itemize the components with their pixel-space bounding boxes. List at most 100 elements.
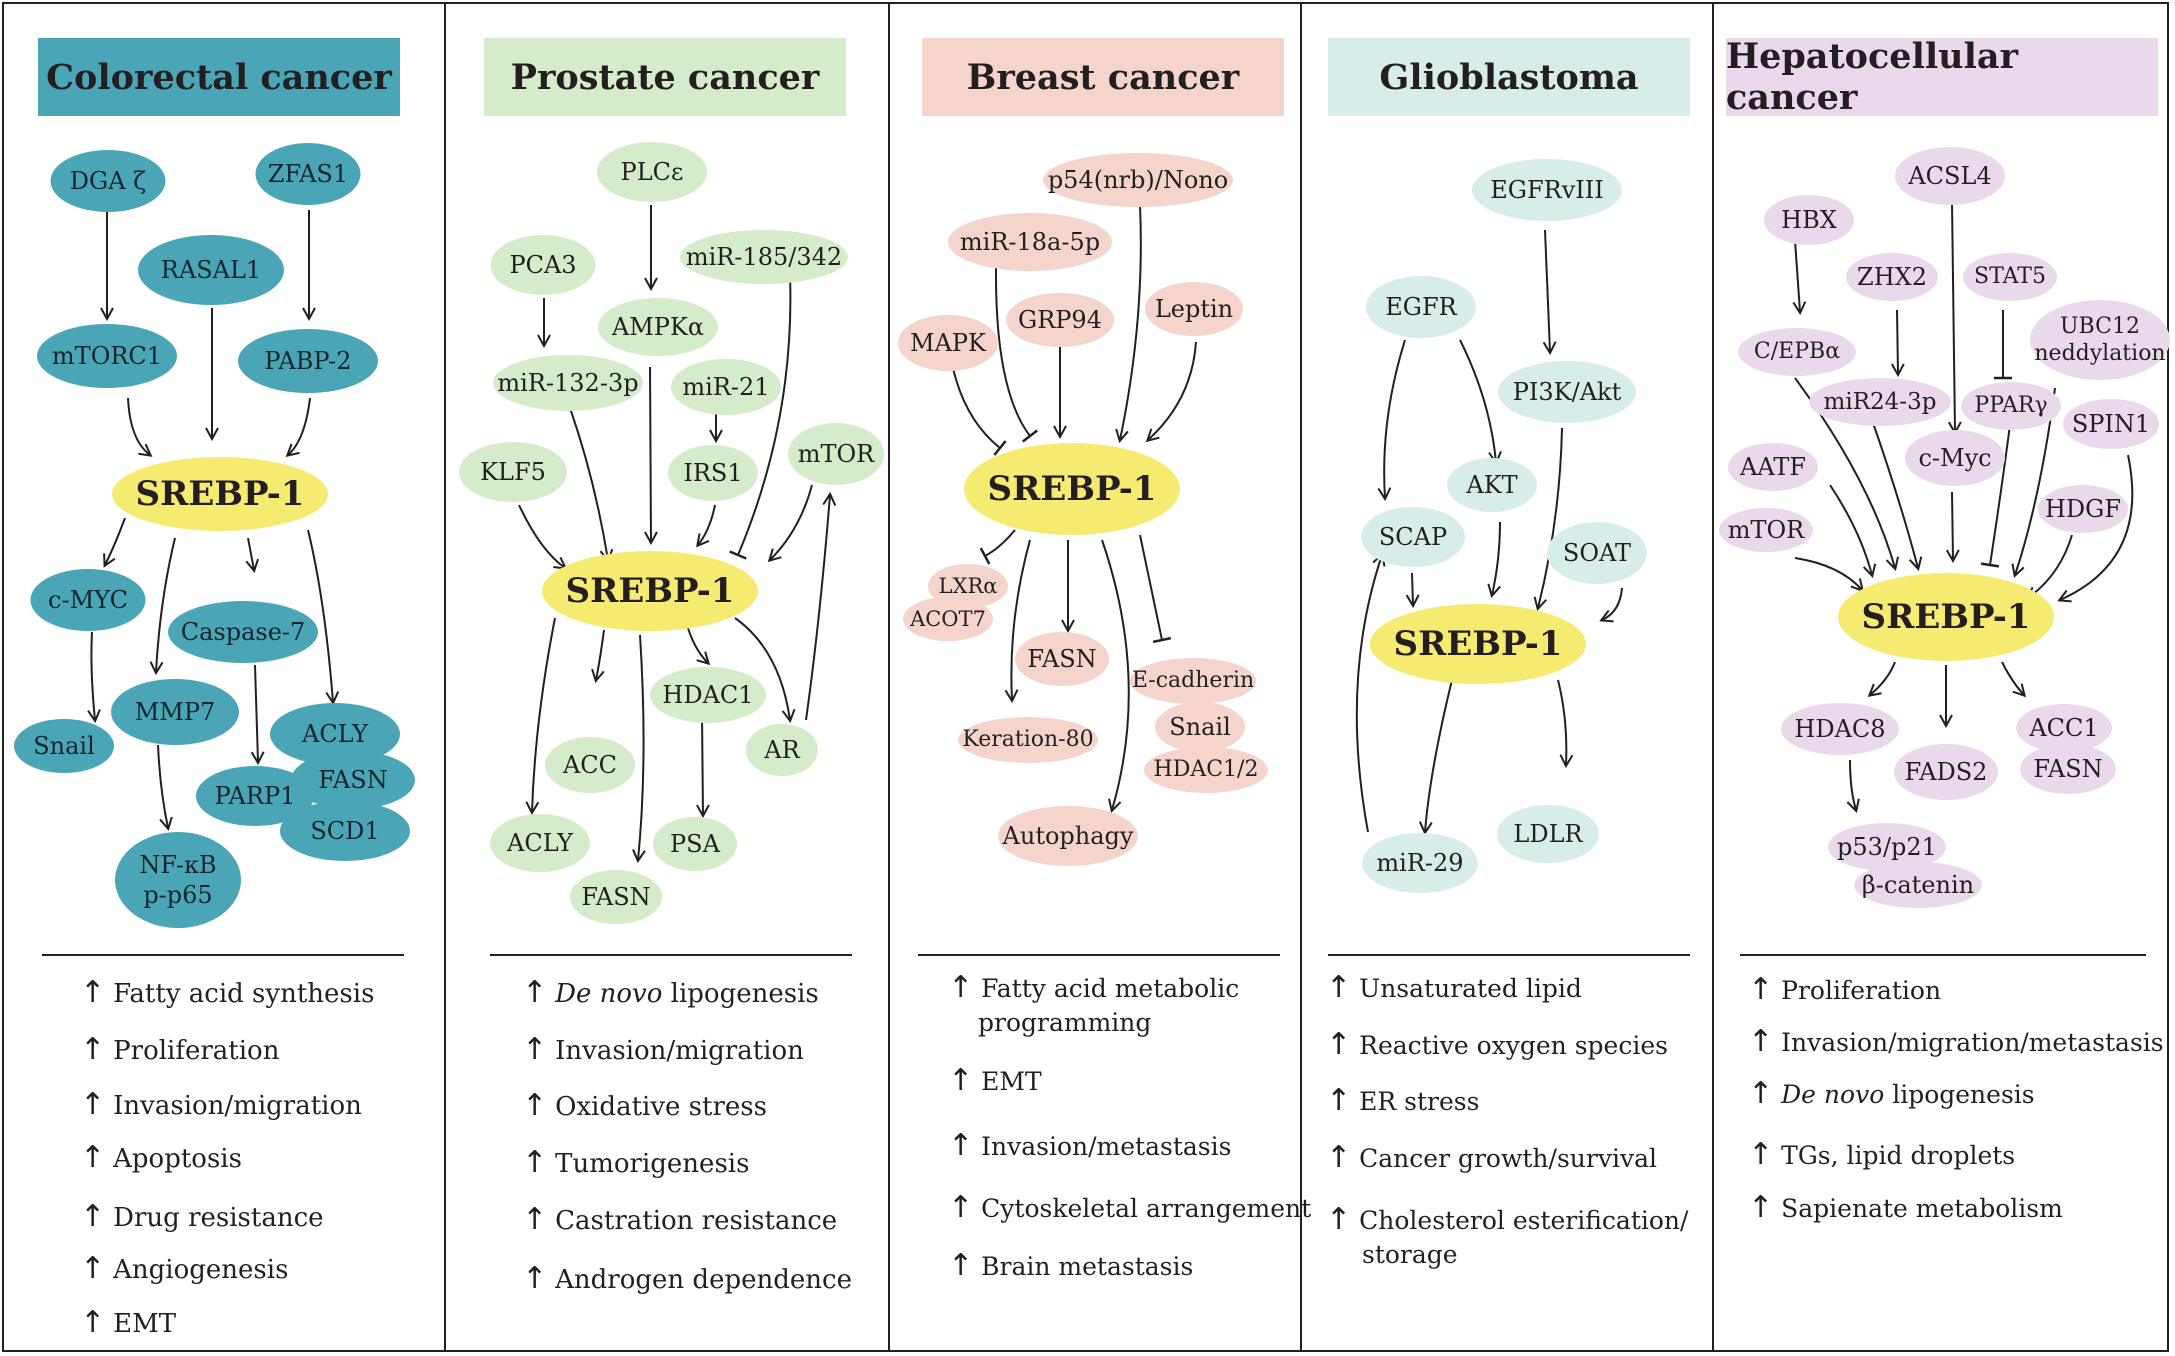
node-pi3k-akt: PI3K/Akt: [1498, 361, 1636, 423]
node-mtorc1: mTORC1: [37, 324, 177, 388]
separator-glioblastoma: [1328, 954, 1690, 956]
outcome-item: ↑Invasion/migration: [80, 1087, 362, 1122]
srebp-1-hepatocellular: SREBP-1: [1838, 573, 2054, 661]
outcome-item: ↑Fatty acid synthesis: [80, 975, 375, 1010]
outcome-item: ↑Tumorigenesis: [522, 1145, 750, 1180]
node-c-epb-alpha: C/EPBα: [1738, 328, 1856, 376]
up-arrow-icon: ↑: [1748, 1024, 1774, 1059]
up-arrow-icon: ↑: [80, 1305, 106, 1340]
node-zfas1: ZFAS1: [255, 143, 361, 205]
outcome-item: ↑Invasion/migration/metastasis: [1748, 1024, 2164, 1059]
outcome-item: ↑Cancer growth/survival: [1326, 1140, 1657, 1175]
node-ubc12-label: UBC12: [2060, 313, 2140, 339]
outcome-item: ↑De novo lipogenesis: [522, 975, 819, 1010]
panel-title-colorectal: Colorectal cancer: [38, 38, 400, 116]
panel-title-glioblastoma: Glioblastoma: [1328, 38, 1690, 116]
node-zhx2: ZHX2: [1846, 253, 1938, 301]
separator-breast: [918, 954, 1280, 956]
up-arrow-icon: ↑: [1748, 1137, 1774, 1172]
node-mir-29: miR-29: [1362, 833, 1478, 893]
outcome-item: ↑Invasion/migration: [522, 1032, 804, 1067]
outcome-item: ↑Apoptosis: [80, 1140, 242, 1175]
node-mapk: MAPK: [898, 315, 998, 371]
outcome-item: ↑EMT: [948, 1063, 1042, 1098]
separator-prostate: [490, 954, 852, 956]
node-spin1: SPIN1: [2063, 399, 2159, 449]
outcome-item: ↑Reactive oxygen species: [1326, 1027, 1668, 1062]
node-p54nrb-nono: p54(nrb)/Nono: [1043, 153, 1233, 207]
node-pabp-2: PABP-2: [238, 329, 378, 393]
outcome-item: ↑Oxidative stress: [522, 1088, 767, 1123]
node-p53-p21: p53/p21: [1828, 823, 1946, 871]
up-arrow-icon: ↑: [522, 1032, 548, 1067]
node-acly-prostate: ACLY: [490, 814, 590, 872]
node-mir-132-3p: miR-132-3p: [493, 355, 643, 411]
outcome-item: ↑Castration resistance: [522, 1202, 838, 1237]
node-ldlr: LDLR: [1497, 805, 1599, 863]
up-arrow-icon: ↑: [522, 1088, 548, 1123]
node-mir24-3p: miR24-3p: [1809, 378, 1951, 426]
outcome-item: ↑Invasion/metastasis: [948, 1128, 1232, 1163]
outcome-item: ↑Proliferation: [1748, 972, 1942, 1007]
node-c-myc-hcc: c-Myc: [1905, 430, 2005, 486]
node-mtor-hcc: mTOR: [1719, 508, 1813, 552]
node-scd1: SCD1: [280, 801, 410, 861]
node-egfr: EGFR: [1366, 276, 1476, 338]
node-fads2: FADS2: [1894, 744, 1998, 800]
up-arrow-icon: ↑: [80, 1140, 106, 1175]
node-psa: PSA: [653, 817, 737, 871]
node-leptin: Leptin: [1145, 282, 1243, 336]
node-pca3: PCA3: [490, 235, 596, 295]
node-ar: AR: [746, 724, 818, 776]
outcome-item: ↑Androgen dependence: [522, 1261, 852, 1296]
outcome-item: storage: [1362, 1240, 1458, 1269]
node-parp1: PARP1: [196, 766, 314, 826]
node-mir-18a-5p: miR-18a-5p: [948, 213, 1112, 271]
node-ubc12-neddylation: UBC12 neddylation: [2030, 300, 2170, 380]
node-nf-kb: NF-κB p-p65: [115, 832, 241, 928]
up-arrow-icon: ↑: [80, 1087, 106, 1122]
node-caspase-7: Caspase-7: [168, 601, 318, 663]
up-arrow-icon: ↑: [948, 1063, 974, 1098]
separator-hepatocellular: [1740, 954, 2146, 956]
node-plc-epsilon: PLCε: [597, 142, 707, 202]
node-klf5: KLF5: [459, 442, 567, 502]
outcome-item: ↑Drug resistance: [80, 1199, 324, 1234]
panel-title-breast: Breast cancer: [922, 38, 1284, 116]
node-ppar-gamma: PPARγ: [1961, 382, 2061, 430]
node-nf-kb-label: NF-κB: [139, 851, 217, 879]
outcome-item: programming: [978, 1008, 1152, 1037]
node-hdgf: HDGF: [2038, 485, 2128, 533]
node-acc: ACC: [545, 737, 635, 793]
up-arrow-icon: ↑: [522, 1261, 548, 1296]
node-hdac1-2: HDAC1/2: [1144, 747, 1268, 793]
node-fasn-prostate: FASN: [570, 870, 662, 924]
node-stat5: STAT5: [1963, 253, 2057, 301]
up-arrow-icon: ↑: [1748, 1190, 1774, 1225]
panel-title-prostate: Prostate cancer: [484, 38, 846, 116]
up-arrow-icon: ↑: [948, 970, 974, 1005]
node-autophagy: Autophagy: [998, 806, 1138, 866]
node-snail-breast: Snail: [1155, 702, 1245, 752]
srebp-1-glioblastoma: SREBP-1: [1370, 604, 1586, 684]
node-hdac1: HDAC1: [650, 667, 766, 723]
outcome-item: ↑Brain metastasis: [948, 1248, 1194, 1283]
up-arrow-icon: ↑: [522, 975, 548, 1010]
node-acsl4: ACSL4: [1895, 147, 2005, 205]
up-arrow-icon: ↑: [1326, 970, 1352, 1005]
up-arrow-icon: ↑: [1326, 1140, 1352, 1175]
node-p-p65-label: p-p65: [143, 881, 213, 909]
outcome-item: ↑Unsaturated lipid: [1326, 970, 1582, 1005]
srebp-1-prostate: SREBP-1: [542, 551, 758, 631]
outcome-item: ↑Sapienate metabolism: [1748, 1190, 2063, 1225]
node-scap: SCAP: [1361, 507, 1465, 567]
up-arrow-icon: ↑: [1748, 1076, 1774, 1111]
up-arrow-icon: ↑: [948, 1248, 974, 1283]
outcome-item: ↑De novo lipogenesis: [1748, 1076, 2035, 1111]
up-arrow-icon: ↑: [948, 1128, 974, 1163]
panel-divider: [1712, 2, 1714, 1352]
node-aatf: AATF: [1728, 443, 1818, 491]
up-arrow-icon: ↑: [1326, 1027, 1352, 1062]
